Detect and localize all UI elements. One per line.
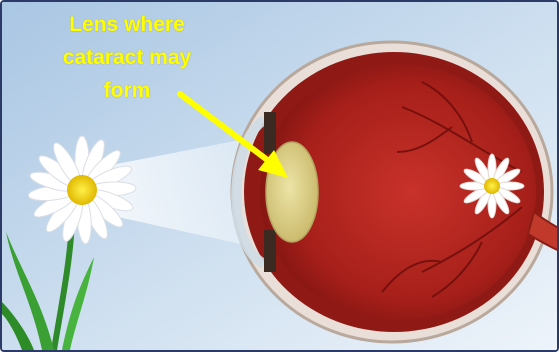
iris-lower <box>264 230 276 272</box>
iris-upper <box>264 112 276 154</box>
callout-line-2: cataract may <box>32 41 222 74</box>
callout-label: Lens where cataract may form <box>32 8 222 107</box>
callout-line-3: form <box>32 74 222 107</box>
callout-line-1: Lens where <box>32 8 222 41</box>
